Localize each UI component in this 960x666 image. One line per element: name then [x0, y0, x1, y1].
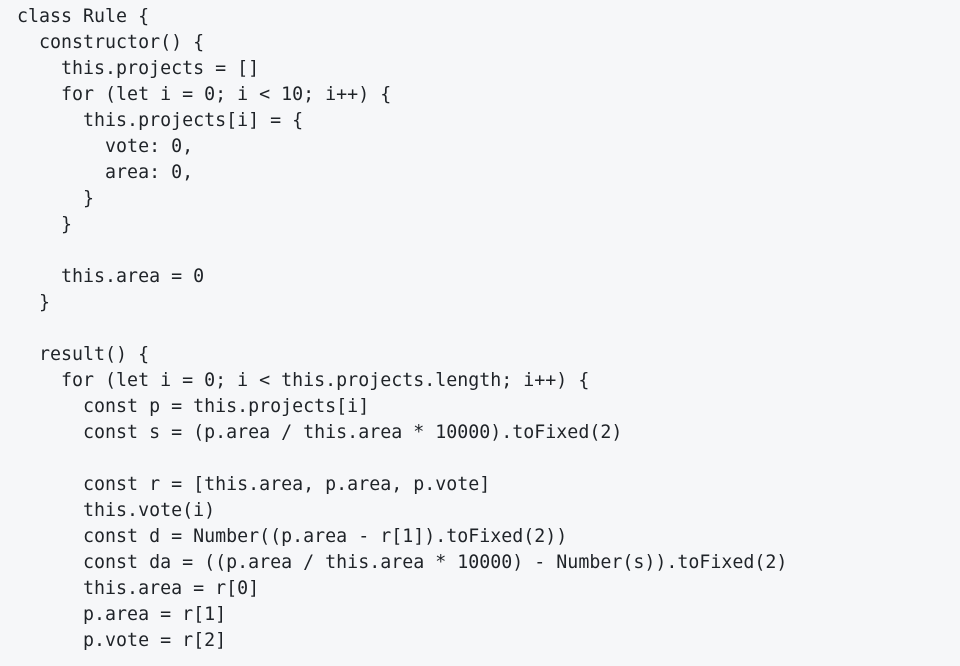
- code-line: const da = ((p.area / this.area * 10000)…: [17, 552, 788, 573]
- code-line: p.vote = r[2]: [17, 630, 227, 651]
- code-line: for (let i = 0; i < 10; i++) {: [17, 84, 392, 105]
- code-line: }: [17, 292, 51, 313]
- code-line: [17, 446, 960, 472]
- code-line: area: 0,: [17, 162, 194, 183]
- code-line: vote: 0,: [17, 136, 194, 157]
- code-line: [17, 316, 960, 342]
- code-line: result() {: [17, 344, 150, 365]
- code-line: this.area = 0: [17, 266, 205, 287]
- code-line: const r = [this.area, p.area, p.vote]: [17, 474, 491, 495]
- code-line: [17, 238, 960, 264]
- code-line: constructor() {: [17, 32, 205, 53]
- code-line: this.area = r[0]: [17, 578, 260, 599]
- code-line: this.vote(i): [17, 500, 216, 521]
- code-line: for (let i = 0; i < this.projects.length…: [17, 370, 590, 391]
- code-line: class Rule {: [17, 6, 150, 27]
- code-line: const p = this.projects[i]: [17, 396, 370, 417]
- code-line: this.projects[i] = {: [17, 110, 304, 131]
- code-line: }: [17, 188, 95, 209]
- code-line: this.projects = []: [17, 58, 260, 79]
- code-line: const d = Number((p.area - r[1]).toFixed…: [17, 526, 568, 547]
- code-line: }: [17, 214, 73, 235]
- code-line: const s = (p.area / this.area * 10000).t…: [17, 422, 623, 443]
- code-line: p.area = r[1]: [17, 604, 227, 625]
